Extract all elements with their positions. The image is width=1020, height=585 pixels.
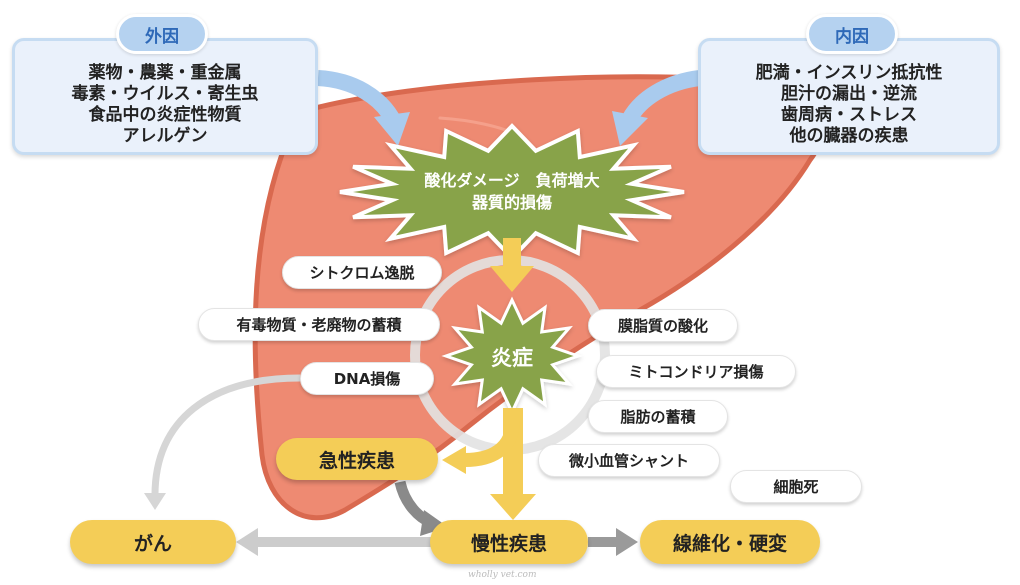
damage-label: 酸化ダメージ 負荷増大 器質的損傷 xyxy=(372,170,652,214)
arrow-chronic-to-fibrosis-head xyxy=(616,528,638,556)
internal-tag: 内因 xyxy=(806,14,898,54)
arrow-dna-to-cancer xyxy=(151,374,301,496)
arrow-dna-to-cancer-head xyxy=(144,493,166,510)
outcome-acute-disease: 急性疾患 xyxy=(276,438,438,480)
arrow-to-acute-head xyxy=(442,446,466,474)
watermark: wholly vet.com xyxy=(468,570,537,580)
arrow-to-chronic-head xyxy=(490,494,536,520)
internal-cause-3: 歯周病・ストレス xyxy=(781,105,917,125)
factor-microvascular-shunt: 微小血管シャント xyxy=(538,444,720,477)
internal-cause-4: 他の臓器の疾患 xyxy=(789,126,909,146)
damage-line-2: 器質的損傷 xyxy=(471,193,552,212)
arrow-to-acute xyxy=(464,419,520,467)
outcome-chronic-disease: 慢性疾患 xyxy=(430,520,588,564)
arrow-chronic-to-cancer-shaft xyxy=(256,537,436,547)
external-cause-2: 毒素・ウイルス・寄生虫 xyxy=(71,84,259,104)
internal-arrow xyxy=(623,70,702,123)
internal-causes-list: 肥満・インスリン抵抗性 胆汁の漏出・逆流 歯周病・ストレス 他の臓器の疾患 xyxy=(701,63,997,147)
external-arrowhead xyxy=(374,112,410,146)
arrow-chronic-to-fibrosis-shaft xyxy=(588,537,618,547)
factor-fat-accumulation: 脂肪の蓄積 xyxy=(588,400,728,433)
factor-cell-death: 細胞死 xyxy=(730,470,862,503)
damage-line-1: 酸化ダメージ 負荷増大 xyxy=(424,171,600,190)
external-cause-4: アレルゲン xyxy=(122,126,208,146)
factor-toxin-accumulation: 有毒物質・老廃物の蓄積 xyxy=(198,308,440,341)
factor-dna-damage: DNA損傷 xyxy=(300,362,434,395)
arrow-acute-to-chronic-head xyxy=(420,510,448,536)
outcome-cancer: がん xyxy=(70,520,236,564)
internal-arrowhead xyxy=(612,111,648,146)
external-tag: 外因 xyxy=(116,14,208,54)
external-arrow xyxy=(317,70,399,123)
factor-membrane-lipid-oxidation: 膜脂質の酸化 xyxy=(588,309,738,342)
internal-causes-box: 肥満・インスリン抵抗性 胆汁の漏出・逆流 歯周病・ストレス 他の臓器の疾患 xyxy=(698,38,1000,155)
arrow-damage-inflammation-head xyxy=(490,266,534,292)
factor-cytochrome: シトクロム逸脱 xyxy=(282,256,442,289)
internal-cause-1: 肥満・インスリン抵抗性 xyxy=(755,63,943,83)
arrow-chronic-to-cancer-head xyxy=(236,528,258,556)
external-causes-box: 薬物・農薬・重金属 毒素・ウイルス・寄生虫 食品中の炎症性物質 アレルゲン xyxy=(12,38,318,155)
external-cause-3: 食品中の炎症性物質 xyxy=(88,105,242,125)
internal-cause-2: 胆汁の漏出・逆流 xyxy=(781,84,917,104)
arrow-damage-inflammation-shaft xyxy=(503,238,521,268)
outcome-fibrosis-cirrhosis: 線維化・硬変 xyxy=(640,520,820,564)
inflammation-label: 炎症 xyxy=(491,346,533,370)
factor-mitochondria-damage: ミトコンドリア損傷 xyxy=(596,355,796,388)
external-cause-1: 薬物・農薬・重金属 xyxy=(88,63,242,83)
external-causes-list: 薬物・農薬・重金属 毒素・ウイルス・寄生虫 食品中の炎症性物質 アレルゲン xyxy=(15,63,315,147)
